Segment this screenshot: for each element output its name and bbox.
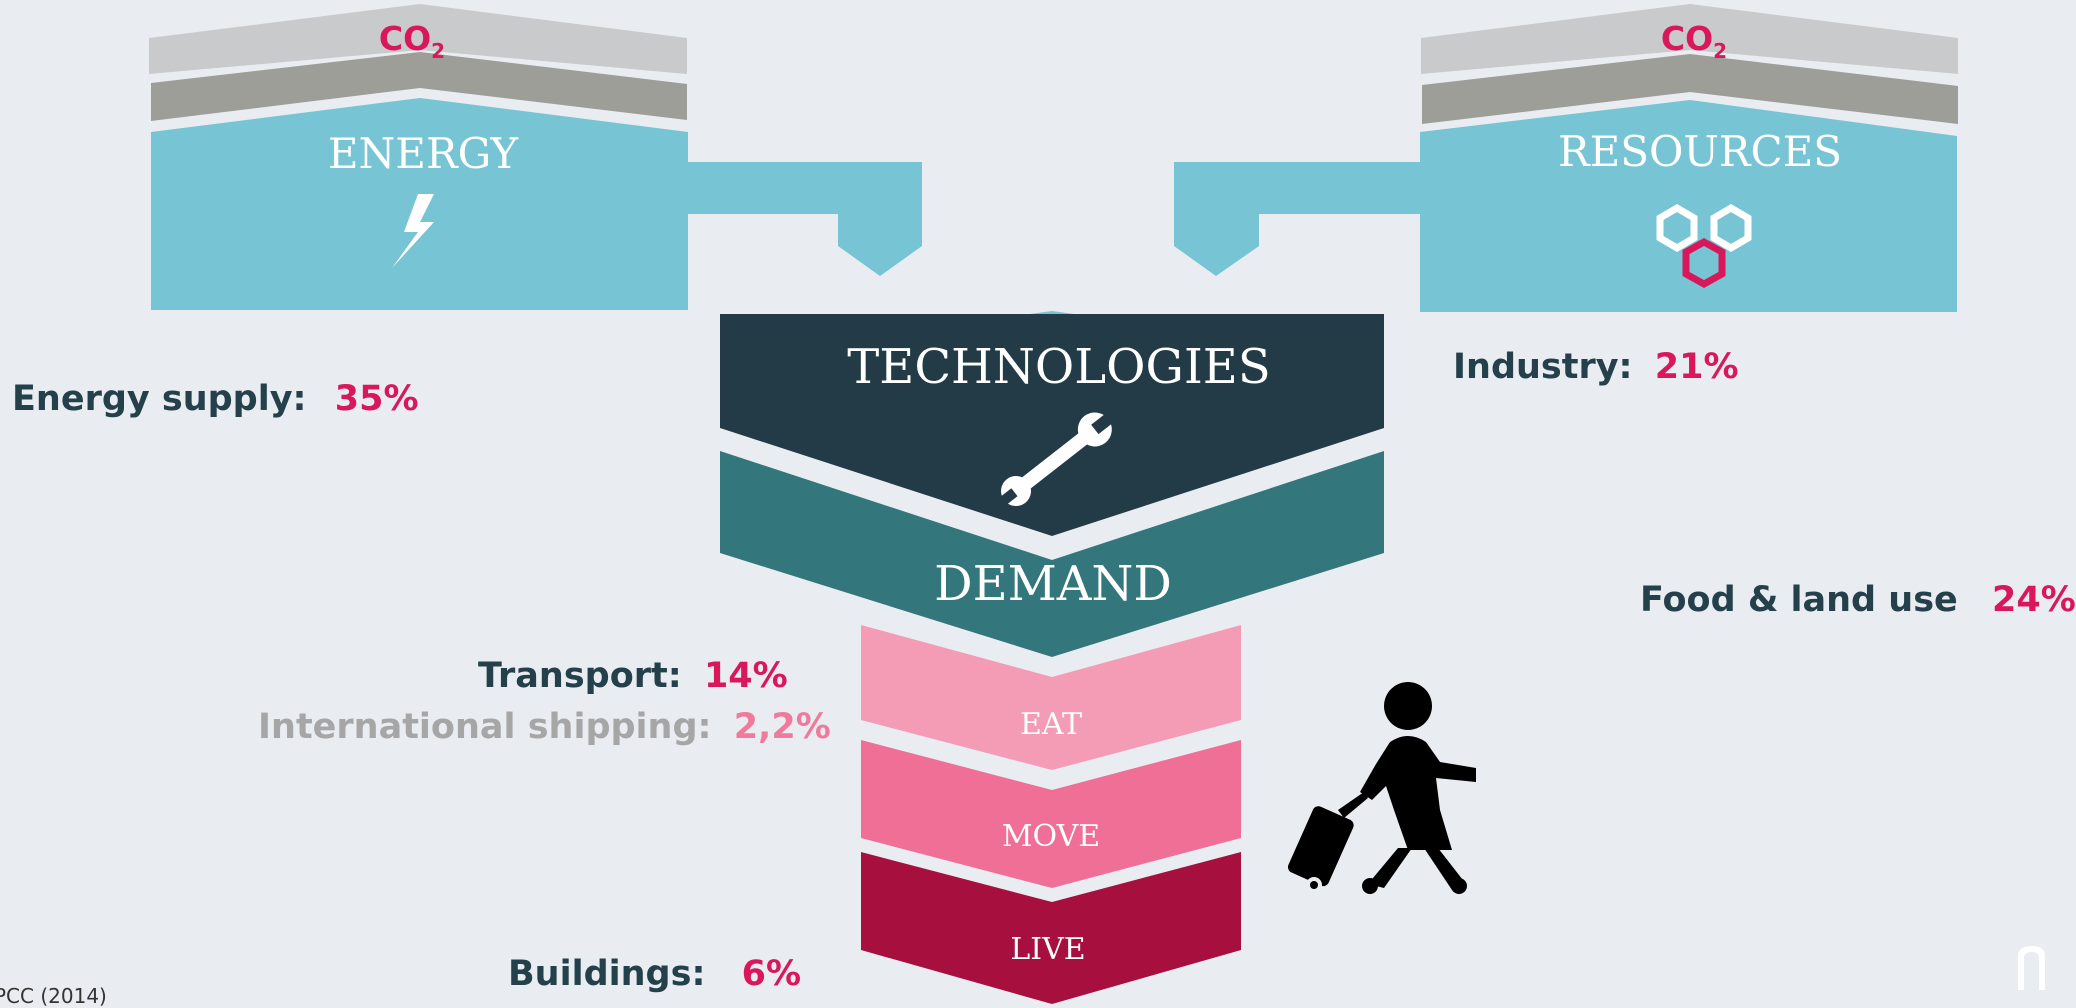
logo-fragment (2018, 946, 2045, 990)
funnel-connector (1030, 311, 1074, 314)
industry-value: 21% (1654, 347, 1739, 387)
energy-title: ENERGY (328, 129, 520, 178)
eat-chevron (861, 625, 1241, 770)
hexagons-icon (1656, 203, 1752, 289)
buildings-label: Buildings: (508, 954, 706, 994)
resources-roof-top (1421, 4, 1958, 74)
food-land-label: Food & land use (1640, 580, 1958, 620)
technologies-title: TECHNOLOGIES (847, 339, 1270, 395)
energy-block: CO2 ENERGY (149, 4, 922, 310)
move-chevron (861, 740, 1241, 888)
shipping-label: International shipping: (258, 707, 712, 747)
food-land-value: 24% (1991, 580, 2076, 620)
energy-supply-label: Energy supply: (12, 379, 307, 419)
resources-pipe (1174, 162, 1421, 276)
demand-chevron (720, 451, 1384, 657)
resources-co2-label: CO2 (1661, 19, 1727, 63)
shipping-value: 2,2% (733, 707, 831, 747)
industry-label: Industry: (1453, 347, 1633, 387)
food-land-stat: Food & land use 24% (1640, 583, 2076, 618)
energy-co2-label: CO2 (379, 19, 445, 63)
transport-label: Transport: (478, 656, 682, 696)
source-citation: PCC (2014) (0, 984, 107, 1008)
energy-pipe (686, 162, 922, 276)
energy-roof-top (149, 4, 687, 74)
move-label: MOVE (1002, 819, 1100, 854)
energy-supply-stat: Energy supply: 35% (12, 382, 419, 417)
buildings-value: 6% (741, 954, 802, 994)
demand-title: DEMAND (934, 556, 1172, 612)
buildings-stat: Buildings: 6% (508, 957, 801, 992)
energy-supply-value: 35% (334, 379, 419, 419)
live-chevron (861, 852, 1241, 1004)
transport-stat: Transport: 14% (478, 659, 788, 694)
resources-roof-bottom (1422, 54, 1958, 124)
traveler-with-suitcase-icon (1287, 682, 1476, 894)
eat-label: EAT (1020, 707, 1082, 742)
shipping-stat: International shipping: 2,2% (258, 710, 831, 745)
technologies-chevron (720, 314, 1384, 536)
resources-title: RESOURCES (1558, 127, 1842, 176)
lightning-bolt-icon (392, 194, 434, 268)
wrench-icon (995, 409, 1118, 509)
resources-block: CO2 RESOURCES (1174, 4, 1958, 312)
resources-body (1420, 100, 1957, 312)
transport-value: 14% (703, 656, 788, 696)
live-label: LIVE (1010, 932, 1085, 967)
industry-stat: Industry: 21% (1453, 350, 1739, 385)
energy-roof-bottom (151, 52, 687, 121)
